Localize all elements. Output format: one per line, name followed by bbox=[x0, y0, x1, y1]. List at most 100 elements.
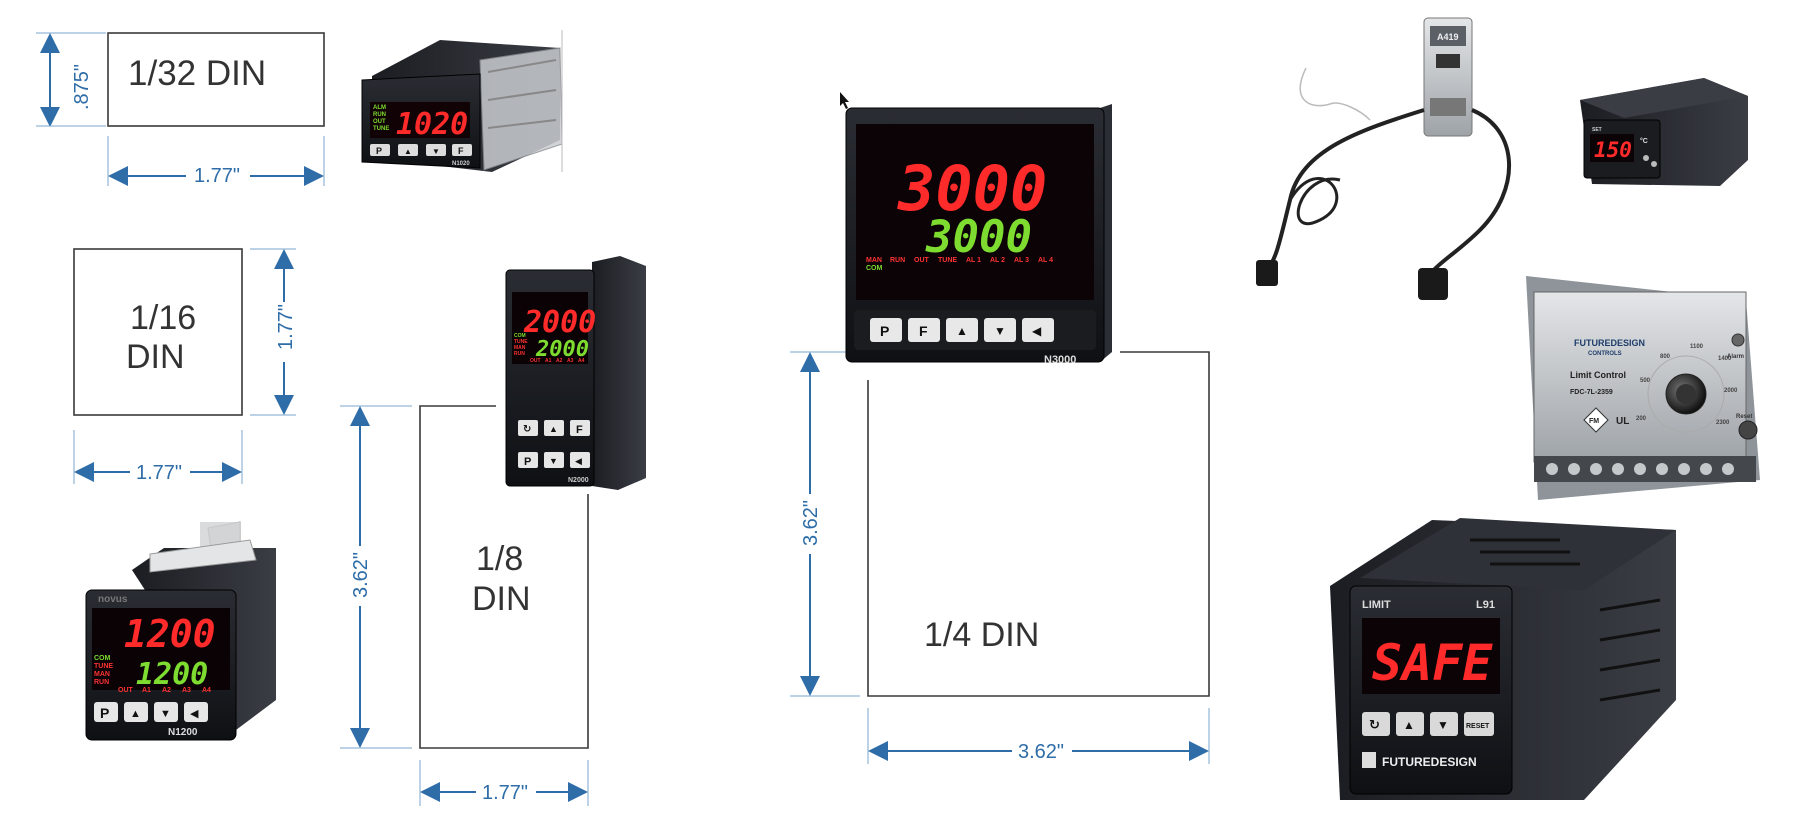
limit-control-dial bbox=[1647, 355, 1725, 433]
n2000-ind-run: RUN bbox=[514, 351, 525, 357]
l91-btn-up: ▲ bbox=[1403, 718, 1415, 732]
n1200-brand: novus bbox=[98, 594, 128, 605]
din32-outline bbox=[107, 32, 325, 127]
n1200-buttons: P ▲ ▼ ◀ bbox=[94, 702, 208, 722]
l91-buttons: ↻ ▲ ▼ RESET bbox=[1362, 712, 1494, 736]
n3000-controller: 3000 3000 MAN RUN OUT TUNE AL 1 AL 2 AL … bbox=[845, 104, 1112, 366]
n1020-btn-down: ▼ bbox=[432, 147, 440, 156]
l91-display: SAFE bbox=[1372, 634, 1493, 692]
n3000-ind-al4: AL 4 bbox=[1038, 257, 1053, 264]
n2000-out-out: OUT bbox=[530, 358, 541, 364]
n3000-buttons: P F ▲ ▼ ◀ bbox=[870, 318, 1054, 342]
n3000-ind-al1: AL 1 bbox=[966, 257, 981, 264]
l91-btn-down: ▼ bbox=[1437, 718, 1449, 732]
n1200-ind-com: COM bbox=[94, 655, 111, 662]
limit-control-title: Limit Control bbox=[1570, 370, 1626, 380]
n2000-btn-f: F bbox=[576, 424, 583, 436]
n3000-btn-p: P bbox=[880, 323, 889, 339]
limit-control-dial-2000: 2000 bbox=[1724, 388, 1738, 394]
mini-panel-controller: 150 SET °C bbox=[1580, 78, 1748, 186]
n1020-model: N1020 bbox=[452, 161, 470, 167]
n1200-btn-down: ▼ bbox=[160, 708, 171, 720]
limit-control-dial-500: 500 bbox=[1640, 378, 1651, 384]
n1200-model: N1200 bbox=[168, 727, 198, 738]
mouse-cursor-icon bbox=[840, 92, 849, 109]
l91-top-left: LIMIT bbox=[1362, 599, 1391, 611]
n2000-btn-cycle: ↻ bbox=[523, 424, 531, 435]
n2000-out-a3: A3 bbox=[567, 358, 574, 364]
n3000-ind-tune: TUNE bbox=[938, 257, 957, 264]
n1200-out-a3: A3 bbox=[182, 687, 191, 694]
n3000-ind-out: OUT bbox=[914, 257, 930, 264]
n3000-ind-man: MAN bbox=[866, 257, 882, 264]
n1200-ind-tune: TUNE bbox=[94, 663, 113, 670]
limit-control-dial-1100: 1100 bbox=[1690, 344, 1704, 350]
limit-control-unit: FUTUREDESIGN CONTROLS Limit Control FDC-… bbox=[1526, 276, 1760, 500]
din16-height-label: 1.77" bbox=[275, 304, 297, 350]
mini-panel-unit: °C bbox=[1640, 137, 1648, 145]
din4-label: 1/4 DIN bbox=[924, 616, 1039, 654]
din32-group: 1/32 DIN .875" 1.77" bbox=[36, 32, 325, 187]
l91-btn-cycle: ↻ bbox=[1369, 717, 1380, 732]
n2000-model: N2000 bbox=[568, 477, 589, 484]
n1200-out-a1: A1 bbox=[142, 687, 151, 694]
n3000-btn-down: ▼ bbox=[994, 324, 1006, 338]
limit-control-fm: FM bbox=[1589, 418, 1599, 425]
n3000-ind-al2: AL 2 bbox=[990, 257, 1005, 264]
n1200-out-out: OUT bbox=[118, 687, 134, 694]
n1020-buttons: P ▲ ▼ F bbox=[370, 144, 472, 156]
n1020-display: 1020 bbox=[396, 107, 468, 142]
mini-panel-display: 150 bbox=[1594, 138, 1632, 162]
n1020-btn-p: P bbox=[376, 146, 382, 156]
din16-outline bbox=[73, 248, 243, 416]
limit-control-brand-sub: CONTROLS bbox=[1588, 351, 1622, 357]
n2000-out-a1: A1 bbox=[545, 358, 552, 364]
l91-controller: LIMIT L91 SAFE ↻ ▲ ▼ RESET FUTUREDESIGN bbox=[1330, 518, 1676, 800]
n1020-controller: ALM RUN OUT TUNE 1020 P ▲ ▼ F N1020 bbox=[361, 30, 563, 172]
n3000-display-top: 3000 bbox=[897, 152, 1047, 225]
l91-top-right: L91 bbox=[1476, 599, 1495, 611]
limit-control-dial-1400: 1400 bbox=[1718, 356, 1732, 362]
limit-control-dial-800: 800 bbox=[1660, 354, 1671, 360]
din32-width-label: 1.77" bbox=[194, 165, 240, 187]
limit-control-alarm: Alarm bbox=[1727, 354, 1744, 360]
n1020-btn-f: F bbox=[458, 146, 464, 156]
n2000-controller: 2000 2000 COM TUNE MAN RUN OUT A1 A2 A3 … bbox=[505, 256, 646, 490]
n1200-out-a2: A2 bbox=[162, 687, 171, 694]
a419-label: A419 bbox=[1437, 32, 1459, 42]
din4-group: 1/4 DIN 3.62" 3.62" bbox=[790, 351, 1210, 764]
din32-height-label: .875" bbox=[71, 64, 93, 110]
din8-height-label: 3.62" bbox=[350, 552, 372, 598]
n3000-ind-com: COM bbox=[866, 265, 883, 272]
n1200-out-a4: A4 bbox=[202, 687, 211, 694]
n3000-display-bottom: 3000 bbox=[925, 212, 1032, 263]
a419-controller: A419 bbox=[1256, 17, 1512, 300]
n3000-btn-left: ◀ bbox=[1032, 324, 1042, 338]
mini-panel-set-label: SET bbox=[1592, 127, 1602, 133]
n2000-btn-down: ▼ bbox=[549, 456, 558, 466]
din8-outline bbox=[419, 405, 589, 749]
din8-label-line2: DIN bbox=[472, 580, 531, 618]
din4-width-label: 3.62" bbox=[1018, 741, 1064, 763]
n2000-ind-com: COM bbox=[514, 333, 526, 339]
n3000-model: N3000 bbox=[1044, 354, 1076, 366]
n1200-btn-p: P bbox=[100, 705, 109, 721]
n2000-btn-left: ◀ bbox=[575, 456, 582, 466]
n2000-ind-man: MAN bbox=[514, 345, 526, 351]
limit-control-ul: UL bbox=[1616, 416, 1629, 427]
l91-btn-reset: RESET bbox=[1466, 723, 1490, 730]
din16-width-label: 1.77" bbox=[136, 462, 182, 484]
limit-control-dial-2300: 2300 bbox=[1716, 420, 1730, 426]
n2000-out-a4: A4 bbox=[578, 358, 585, 364]
limit-control-model: FDC-7L-2359 bbox=[1570, 389, 1613, 396]
n2000-btn-p: P bbox=[524, 456, 531, 468]
l91-brand: FUTUREDESIGN bbox=[1382, 755, 1477, 769]
din8-label-line1: 1/8 bbox=[476, 540, 523, 578]
n2000-btn-up: ▲ bbox=[549, 424, 558, 434]
n1020-ind-run: RUN bbox=[373, 112, 386, 118]
n2000-buttons: ↻ ▲ F P ▼ ◀ bbox=[518, 420, 590, 468]
limit-control-reset: Reset bbox=[1736, 414, 1752, 420]
n1200-display-top: 1200 bbox=[124, 612, 216, 656]
n1200-controller: novus 1200 1200 COM TUNE MAN RUN OUT A1 … bbox=[85, 521, 276, 741]
n1020-ind-tune: TUNE bbox=[373, 126, 389, 132]
